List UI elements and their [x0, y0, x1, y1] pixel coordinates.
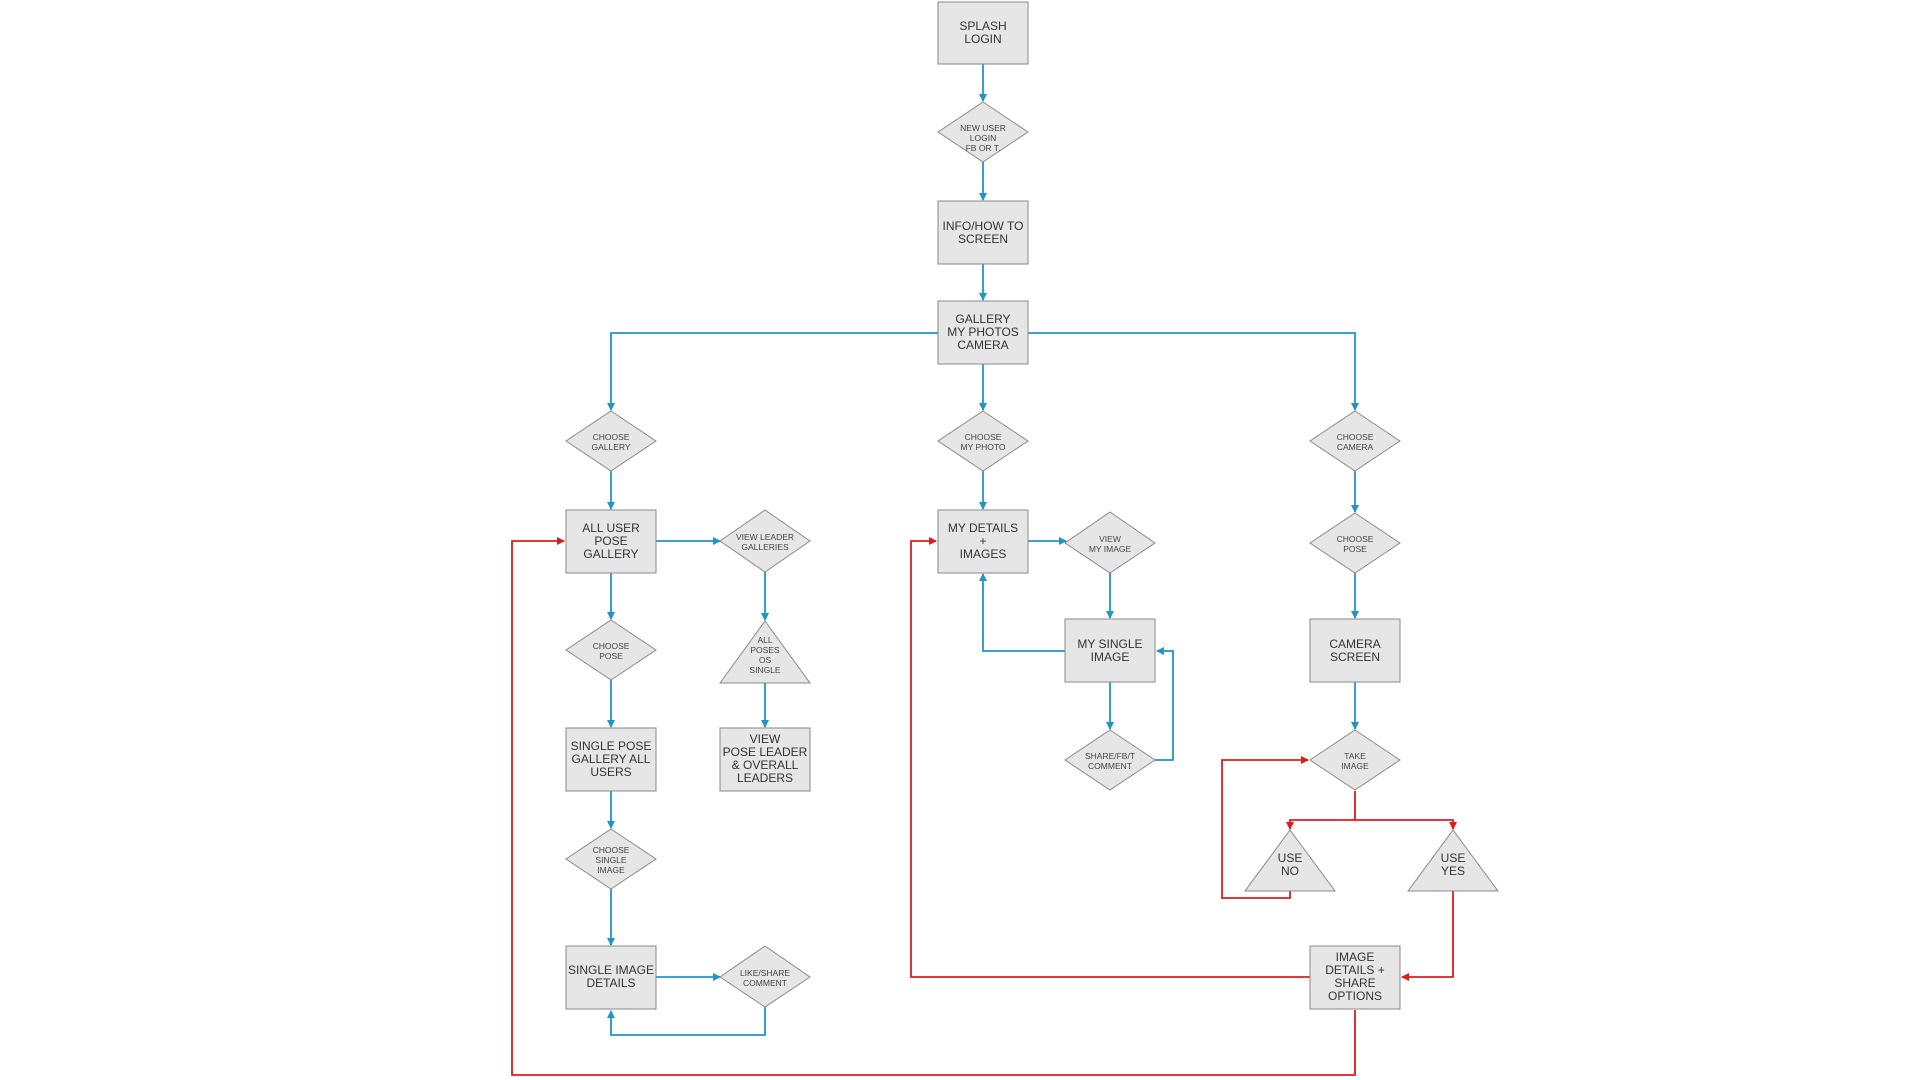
connector-like-share-back-to-details [607, 1007, 766, 1036]
connector-take-image-split [1286, 791, 1356, 830]
connector-my-single-back-to-my-details [979, 573, 1065, 652]
connector-hub-to-choose-gallery [607, 332, 938, 411]
connector-use-no-back-to-take-image [1221, 756, 1309, 899]
connector-share-fb-back-to-my-single [1155, 647, 1174, 761]
connector-take-image-to-use-yes [1355, 819, 1457, 830]
connector-image-details-to-all-user [511, 537, 1356, 1076]
node-my-details-images: MY DETAILS+IMAGES [937, 509, 1029, 574]
svg-text:MY DETAILS+IMAGES: MY DETAILS+IMAGES [948, 521, 1018, 561]
red-connectors [511, 537, 1457, 1076]
connector-hub-to-choose-camera [1028, 332, 1359, 411]
connector-use-yes-to-image-details [1401, 891, 1454, 981]
blue-connectors [607, 64, 1359, 1036]
connector-image-details-to-my-details [910, 537, 1310, 978]
